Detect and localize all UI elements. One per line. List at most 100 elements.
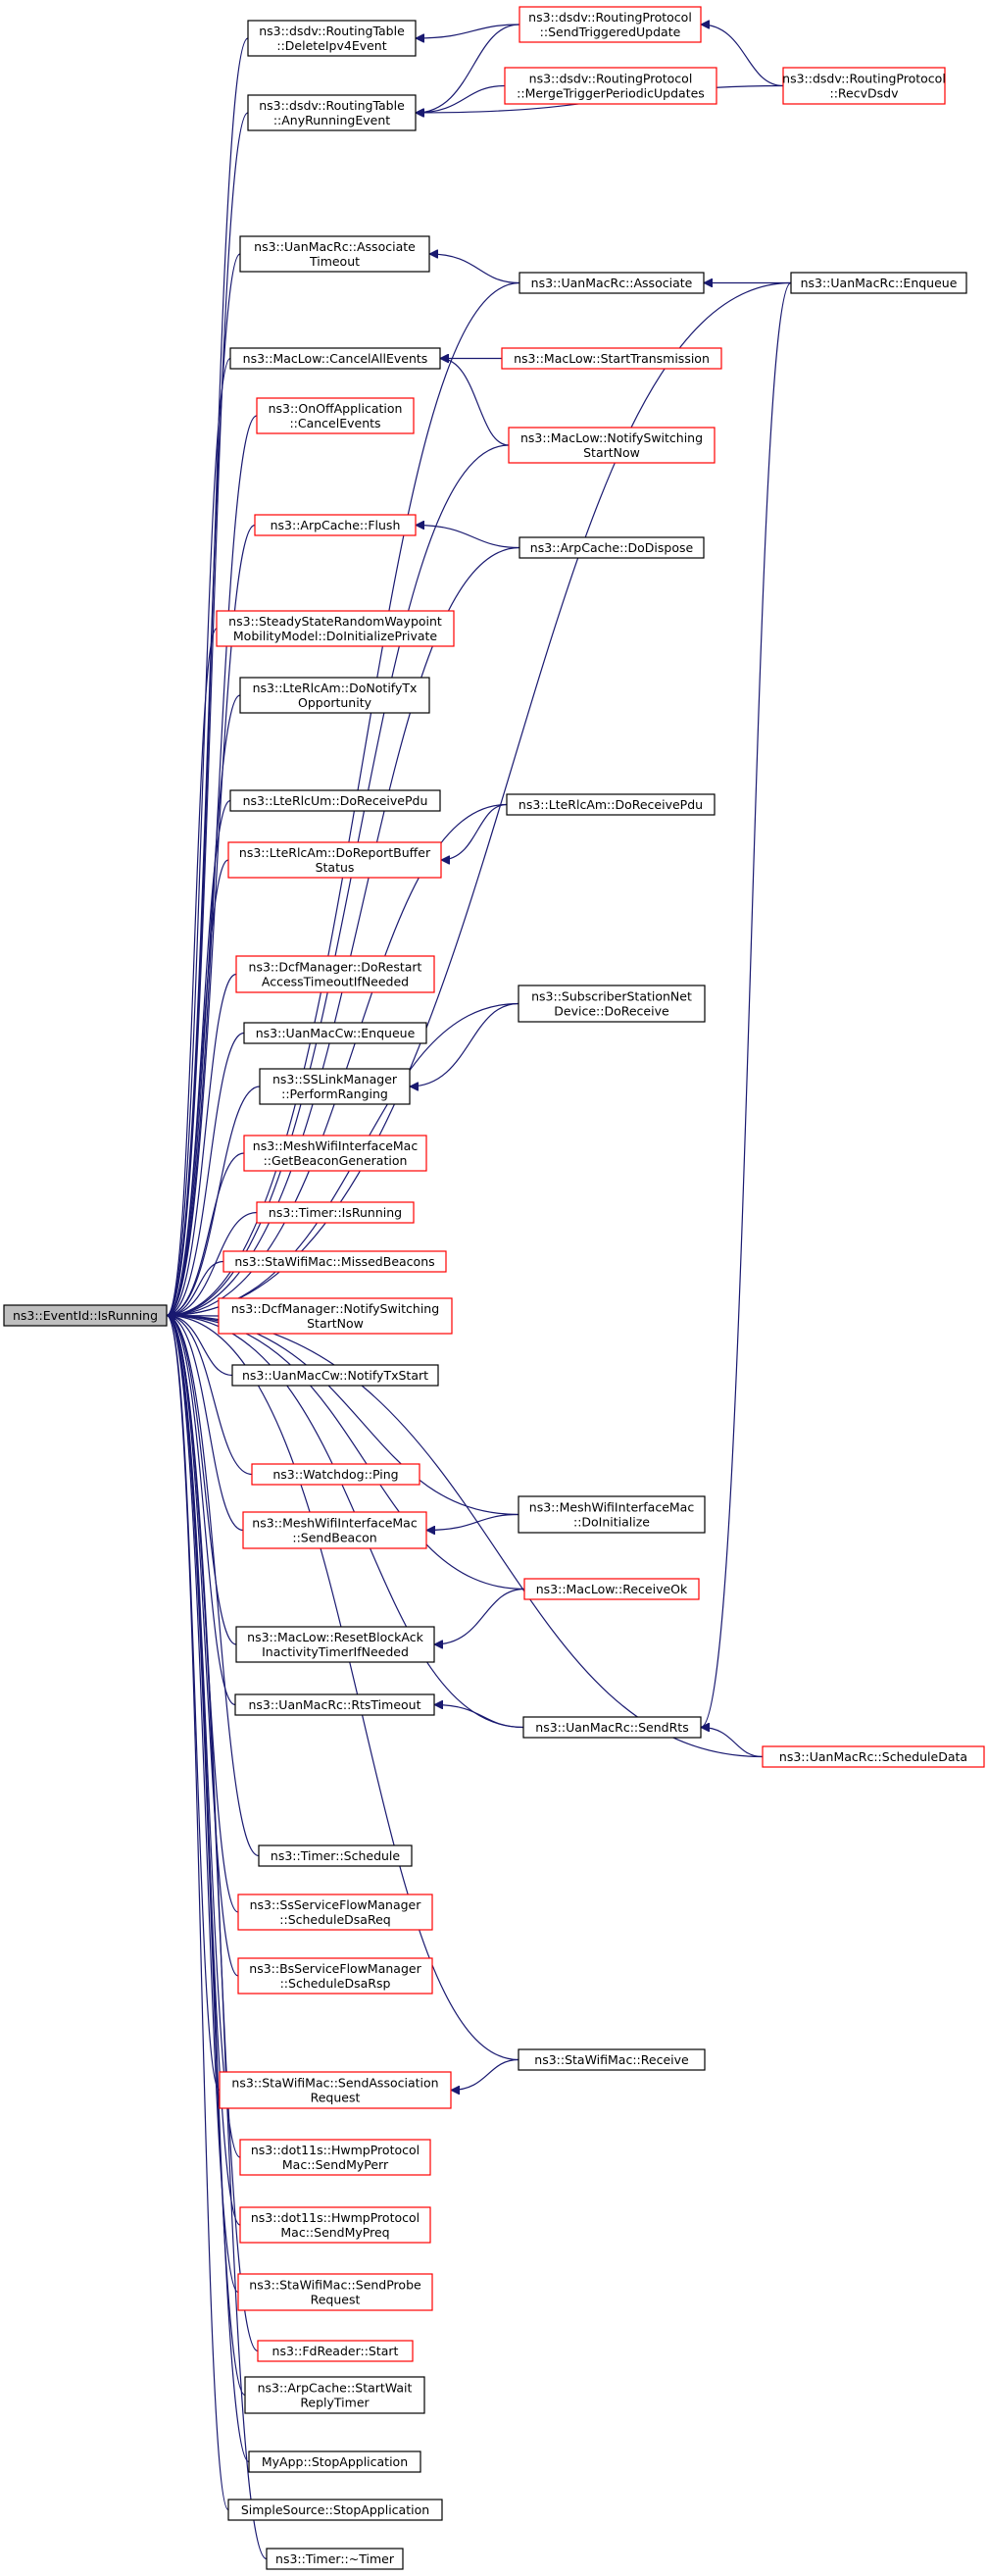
node-mac-receive-ok[interactable]: ns3::MacLow::ReceiveOk [523,1578,700,1600]
node-lte-am-receive[interactable]: ns3::LteRlcAm::DoReceivePdu [506,793,716,816]
node-lte-um-receive[interactable]: ns3::LteRlcUm::DoReceivePdu [229,789,441,812]
edge-mac-notify-switching-to-root [167,444,510,1316]
node-fd-reader[interactable]: ns3::FdReader::Start [257,2340,414,2362]
node-timer-schedule[interactable]: ns3::Timer::Schedule [258,1844,413,1867]
node-dcf-restart[interactable]: ns3::DcfManager::DoRestartAccessTimeoutI… [235,955,435,993]
node-box [231,1364,439,1387]
node-label: Mac::SendMyPreq [280,2225,389,2240]
node-mac-cancel-all[interactable]: ns3::MacLow::CancelAllEvents [229,347,441,370]
node-box [235,1626,435,1663]
node-simple-stop[interactable]: SimpleSource::StopApplication [227,2499,443,2521]
node-delete-ipv4[interactable]: ns3::dsdv::RoutingTable::DeleteIpv4Event [247,20,417,57]
edge-simple-stop-to-root [166,1316,229,2511]
node-ss-perform-ranging[interactable]: ns3::SSLinkManager::PerformRanging [259,1068,411,1105]
node-mesh-doinit[interactable]: ns3::MeshWifiInterfaceMac::DoInitialize [518,1495,706,1534]
edge-uan-cw-enqueue-to-root [166,1032,245,1316]
node-box [235,955,435,993]
edge-fd-reader-to-root [166,1316,259,2352]
node-label: ns3::UanMacCw::Enqueue [256,1026,416,1040]
edge-arp-dispose-to-root [167,546,520,1316]
node-any-running[interactable]: ns3::dsdv::RoutingTable::AnyRunningEvent [247,94,417,131]
node-label: StartNow [307,1316,364,1331]
node-label: ns3::SubscriberStationNet [531,989,692,1004]
node-uan-associate[interactable]: ns3::UanMacRc::Associate [519,272,705,294]
node-label: ns3::LteRlcAm::DoNotifyTx [253,681,418,695]
node-box [237,1894,433,1931]
node-box [229,789,441,812]
node-box [242,1511,427,1549]
node-box [523,1578,700,1600]
node-merge-trigger[interactable]: ns3::dsdv::RoutingProtocol::MergeTrigger… [504,67,717,105]
node-label: ns3::Timer::~Timer [275,2551,395,2566]
node-label: ns3::LteRlcAm::DoReceivePdu [519,797,703,812]
node-box [508,427,716,464]
node-label: ns3::FdReader::Start [272,2344,399,2358]
node-label: ns3::SSLinkManager [272,1072,398,1086]
node-steady-state[interactable]: ns3::SteadyStateRandomWaypointMobilityMo… [216,610,455,647]
node-label: ns3::UanMacRc::SendRts [535,1720,688,1735]
node-timer-dtor[interactable]: ns3::Timer::~Timer [266,2548,404,2570]
node-label: ns3::StaWifiMac::Receive [534,2052,689,2067]
node-box [258,1844,413,1867]
node-label: ns3::MeshWifiInterfaceMac [253,1138,419,1153]
node-label: Request [311,2091,361,2105]
node-mac-start-tx[interactable]: ns3::MacLow::StartTransmission [501,347,722,370]
node-arp-flush[interactable]: ns3::ArpCache::Flush [254,514,417,536]
node-timer-isrunning[interactable]: ns3::Timer::IsRunning [256,1201,415,1224]
node-label: ns3::SsServiceFlowManager [250,1897,422,1912]
node-bs-dsa-rsp[interactable]: ns3::BsServiceFlowManager::ScheduleDsaRs… [237,1957,433,1995]
node-mesh-send-beacon[interactable]: ns3::MeshWifiInterfaceMac::SendBeacon [242,1511,427,1549]
node-label: ns3::LteRlcUm::DoReceivePdu [243,793,428,808]
node-label: ::RecvDsdv [830,86,900,101]
node-uan-cw-enqueue[interactable]: ns3::UanMacCw::Enqueue [243,1022,427,1044]
node-root[interactable]: ns3::EventId::IsRunning [3,1304,168,1327]
node-box [519,536,705,559]
node-onoff-cancel[interactable]: ns3::OnOffApplication::CancelEvents [256,397,415,434]
node-myapp-stop[interactable]: MyApp::StopApplication [248,2450,421,2473]
node-label: ns3::EventId::IsRunning [13,1308,158,1323]
node-label: ns3::UanMacCw::NotifyTxStart [242,1368,428,1383]
node-arp-dispose[interactable]: ns3::ArpCache::DoDispose [519,536,705,559]
node-mac-reset-block[interactable]: ns3::MacLow::ResetBlockAckInactivityTime… [235,1626,435,1663]
node-label: MyApp::StopApplication [262,2454,408,2469]
edge-lte-am-receive-to-lte-am-report [441,803,508,861]
node-box [256,1201,415,1224]
node-sta-receive[interactable]: ns3::StaWifiMac::Receive [518,2048,706,2071]
node-sta-missed-beacons[interactable]: ns3::StaWifiMac::MissedBeacons [222,1250,447,1273]
node-watchdog-ping[interactable]: ns3::Watchdog::Ping [251,1463,420,1486]
node-subscriber-receive[interactable]: ns3::SubscriberStationNetDevice::DoRecei… [518,985,706,1023]
node-uan-enqueue[interactable]: ns3::UanMacRc::Enqueue [790,272,967,294]
node-box [243,1135,427,1172]
node-uan-cw-notify[interactable]: ns3::UanMacCw::NotifyTxStart [231,1364,439,1387]
node-recv-dsdv[interactable]: ns3::dsdv::RoutingProtocol::RecvDsdv [782,67,946,105]
node-uan-send-rts[interactable]: ns3::UanMacRc::SendRts [522,1716,702,1739]
node-label: Device::DoReceive [554,1004,669,1019]
node-box [257,2340,414,2362]
node-ss-dsa-req[interactable]: ns3::SsServiceFlowManager::ScheduleDsaRe… [237,1894,433,1931]
edge-lte-am-report-to-root [166,859,229,1316]
node-uan-rts-timeout[interactable]: ns3::UanMacRc::RtsTimeout [234,1693,435,1716]
node-label: Opportunity [298,695,372,710]
edge-uan-enqueue-to-uan-send-rts [700,281,792,1728]
edge-sta-receive-to-sta-send-assoc [451,2058,519,2091]
node-box [218,1297,453,1335]
edge-uan-rts-timeout-to-root [166,1316,236,1706]
node-uan-schedule-data[interactable]: ns3::UanMacRc::ScheduleData [762,1745,985,1768]
node-mesh-beacon-gen[interactable]: ns3::MeshWifiInterfaceMac::GetBeaconGene… [243,1135,427,1172]
node-label: ns3::UanMacRc::Enqueue [801,276,958,290]
node-label: ::DoInitialize [573,1515,650,1530]
node-send-triggered[interactable]: ns3::dsdv::RoutingProtocol::SendTriggere… [519,6,702,43]
node-box [247,20,417,57]
node-box [518,1495,706,1534]
